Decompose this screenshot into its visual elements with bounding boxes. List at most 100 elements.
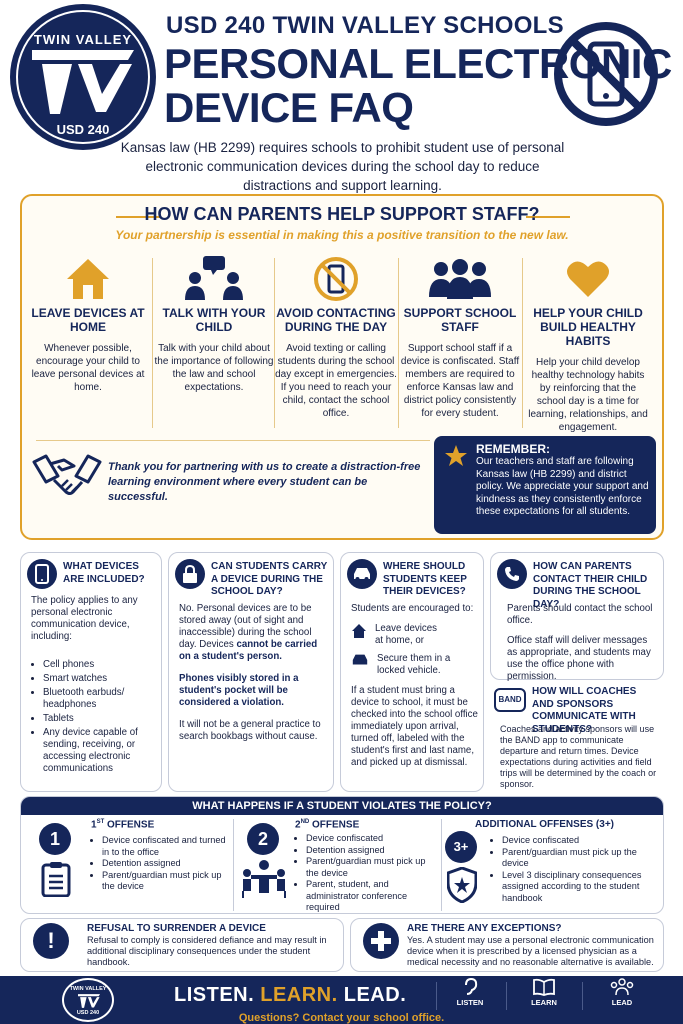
faq-p1: No. Personal devices are to be stored aw… — [179, 603, 312, 650]
house-icon — [352, 624, 366, 638]
talk-icon — [185, 256, 243, 300]
district-name: USD 240 TWIN VALLEY SCHOOLS — [166, 12, 564, 39]
handshake-icon — [32, 454, 102, 495]
faq-contact-card: HOW CAN PARENTS CONTACT THEIR CHILD DURI… — [490, 552, 664, 683]
faq-title: CAN STUDENTS CARRY A DEVICE DURING THE S… — [211, 561, 328, 597]
faq-p1-bold: cannot be carried on a student's person. — [179, 639, 318, 662]
offense-2-title: 2ND OFFENSE — [295, 819, 360, 831]
intro-text: Kansas law (HB 2299) requires schools to… — [120, 140, 565, 193]
parents-section: HOW CAN PARENTS HELP SUPPORT STAFF? Your… — [20, 194, 664, 540]
tip-text: Support school staff if a device is conf… — [400, 343, 520, 419]
faq-title: HOW WILL COACHES AND SPONSORS COMMUNICAT… — [532, 686, 637, 735]
violations-section: WHAT HAPPENS IF A STUDENT VIOLATES THE P… — [20, 796, 664, 914]
faq-body: Students are encouraged to: Leave device… — [351, 603, 481, 769]
exceptions-text: Yes. A student may use a personal electr… — [407, 935, 654, 967]
lock-icon — [175, 559, 205, 589]
footer-listen: LISTEN — [450, 977, 490, 1007]
faq-body: No. Personal devices are to be stored aw… — [179, 603, 329, 743]
list-item: Device confiscated and turned in to the … — [102, 835, 231, 858]
exclamation-icon: ! — [33, 923, 69, 959]
faq-intro: The policy applies to any personal elect… — [31, 595, 138, 642]
heart-icon — [567, 261, 609, 297]
list-item: Device confiscated — [306, 833, 435, 845]
refusal-text: Refusal to comply is considered defiance… — [87, 935, 327, 967]
faq-intro: Students are encouraged to: — [351, 603, 474, 614]
logo-top-text: TWIN VALLEY — [33, 32, 133, 47]
list-item: Parent/guardian must pick up the device — [102, 870, 231, 893]
exceptions-title: ARE THERE ANY EXCEPTIONS? — [407, 923, 562, 934]
page-title-line2: DEVICE FAQ — [164, 84, 414, 131]
tip-title: HELP YOUR CHILD BUILD HEALTHY HABITS — [533, 306, 643, 348]
group-icon — [429, 259, 491, 299]
faq-devices-card: WHAT DEVICES ARE INCLUDED? The policy ap… — [20, 552, 162, 792]
thanks-message: Thank you for partnering with us to crea… — [108, 461, 421, 503]
parent-tip-avoid-contact: AVOID CONTACTING DURING THE DAY Avoid te… — [274, 254, 398, 420]
offense-2-badge: 2 — [247, 823, 279, 855]
list-item: Any device capable of sending, receiving… — [43, 727, 157, 775]
footer-lead: LEAD — [602, 978, 642, 1007]
slogan: LISTEN. LEARN. LEAD. — [174, 984, 407, 1006]
offense-3-title: ADDITIONAL OFFENSES (3+) — [475, 819, 614, 830]
medical-cross-icon — [363, 923, 399, 959]
refusal-box: ! REFUSAL TO SURRENDER A DEVICE Refusal … — [20, 918, 344, 972]
faq-keep-card: WHERE SHOULD STUDENTS KEEP THEIR DEVICES… — [340, 552, 484, 792]
tip-text: Help your child develop healthy technolo… — [528, 357, 648, 433]
faq-title: WHERE SHOULD STUDENTS KEEP THEIR DEVICES… — [383, 561, 467, 597]
faq-title: WHAT DEVICES ARE INCLUDED? — [63, 561, 145, 585]
parents-title: HOW CAN PARENTS HELP SUPPORT STAFF? — [144, 204, 540, 224]
faq-body: Coaches and activity sponsors will use t… — [500, 724, 657, 789]
faq-title: HOW CAN PARENTS CONTACT THEIR CHILD DURI… — [533, 561, 648, 610]
offense-3-list: Device confiscated Parent/guardian must … — [491, 835, 651, 904]
list-item: Parent/guardian must pick up the device — [306, 856, 435, 879]
star-icon — [445, 445, 467, 466]
parent-tip-leave-devices: LEAVE DEVICES AT HOME Whenever possible,… — [26, 254, 150, 394]
offense-2-list: Device confiscated Detention assigned Pa… — [295, 833, 435, 914]
tip-title: SUPPORT SCHOOL STAFF — [403, 306, 517, 334]
offense-1-list: Device confiscated and turned in to the … — [91, 835, 231, 893]
faq-p: If a student must bring a device to scho… — [351, 685, 478, 768]
list-item: Parent/guardian must pick up the device — [502, 847, 651, 870]
faq-p3: It will not be a general practice to sea… — [179, 719, 321, 742]
no-phone-icon — [554, 22, 658, 126]
book-icon — [533, 978, 555, 996]
remember-callout: REMEMBER: Our teachers and staff are fol… — [434, 436, 656, 534]
footer-logo: TWIN VALLEY USD 240 — [62, 978, 114, 1022]
phone-icon — [27, 559, 57, 589]
tip-text: Whenever possible, encourage your child … — [31, 343, 145, 393]
questions-text: Questions? Contact your school office. — [238, 1012, 445, 1024]
exceptions-box: ARE THERE ANY EXCEPTIONS? Yes. A student… — [350, 918, 664, 972]
band-app-icon: BAND — [494, 688, 526, 712]
offense-3-badge: 3+ — [445, 831, 477, 863]
house-icon — [67, 259, 109, 299]
no-phone-icon — [314, 257, 358, 301]
faq-coaches-card: BAND HOW WILL COACHES AND SPONSORS COMMU… — [490, 682, 664, 792]
tip-text: Talk with your child about the importanc… — [154, 343, 274, 393]
ear-icon — [465, 977, 478, 995]
car-icon — [352, 654, 368, 665]
tip-text: Avoid texting or calling students during… — [275, 343, 397, 419]
conference-icon — [242, 860, 286, 898]
faq-carry-card: CAN STUDENTS CARRY A DEVICE DURING THE S… — [168, 552, 334, 792]
faq-p1: Parents should contact the school office… — [507, 603, 653, 626]
footer: TWIN VALLEY USD 240 LISTEN. LEARN. LEAD.… — [0, 976, 683, 1024]
list-item: Bluetooth earbuds/ headphones — [43, 687, 157, 711]
logo-bottom-text: USD 240 — [56, 122, 110, 137]
remember-title: REMEMBER: — [476, 442, 550, 456]
tip-title: LEAVE DEVICES AT HOME — [31, 306, 145, 334]
faq-body: The policy applies to any personal elect… — [31, 595, 157, 777]
tv-logo-mark-icon — [32, 50, 134, 114]
list-item: Detention assigned — [102, 858, 231, 870]
list-item: Device confiscated — [502, 835, 651, 847]
faq-body: Parents should contact the school office… — [507, 603, 657, 683]
car-icon — [347, 559, 377, 589]
list-item: Smart watches — [43, 673, 157, 685]
parent-tip-healthy-habits: HELP YOUR CHILD BUILD HEALTHY HABITS Hel… — [526, 254, 650, 434]
list-item: Level 3 disciplinary consequences assign… — [502, 870, 651, 905]
option-vehicle: Secure them in a locked vehicle. — [377, 653, 451, 676]
phone-handset-icon — [497, 559, 527, 589]
tip-title: AVOID CONTACTING DURING THE DAY — [276, 306, 396, 334]
list-item: Detention assigned — [306, 845, 435, 857]
tip-title: TALK WITH YOUR CHILD — [162, 306, 266, 334]
list-item: Tablets — [43, 713, 157, 725]
footer-learn: LEARN — [524, 978, 564, 1007]
